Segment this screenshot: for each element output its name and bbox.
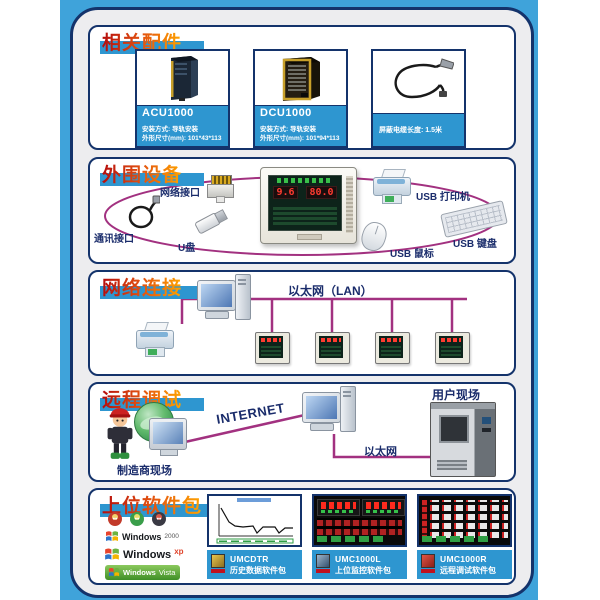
os-windows-vista: Windows Vista xyxy=(105,565,180,580)
product-name: DCU1000 xyxy=(260,107,312,119)
section-accessories: 相关配件 ACU1000 安装方式: 导轨安装 外形尺寸(mm): 101*43… xyxy=(88,25,516,150)
package-card-umcdtr: UMCDTR 历史数据软件包 xyxy=(207,494,302,579)
header-bar xyxy=(100,286,204,299)
os-name: Windows xyxy=(122,531,162,542)
package-desc: 远程调试软件包 xyxy=(440,566,496,575)
usb-drive-label: U盘 xyxy=(178,243,196,254)
comm-port-label: 通讯接口 xyxy=(94,234,134,245)
section-header: 网络连接 xyxy=(100,273,204,301)
section-software: 上位软件包 Windows 2000 Windows xp xyxy=(88,488,516,585)
usb-printer-label: USB 打印机 xyxy=(416,192,470,203)
windows-flag-icon xyxy=(105,548,119,560)
network-port-label: 网络接口 xyxy=(160,188,200,199)
umc1000l-logo-icon xyxy=(316,554,330,574)
umc1000r-screenshot xyxy=(417,494,512,547)
section-network: 网络连接 以太网（LAN） xyxy=(88,270,516,376)
package-caption: UMCDTR 历史数据软件包 xyxy=(207,550,302,579)
package-card-umc1000r: UMC1000R 远程调试软件包 xyxy=(417,494,512,579)
package-desc: 上位监控软件包 xyxy=(335,566,391,575)
printer-icon xyxy=(373,169,411,205)
recorder-node-4 xyxy=(435,332,470,364)
section-remote-debug: 远程调试 制造商现场 INTERNET 以太网 用户现场 xyxy=(88,382,516,482)
section-header: 外围设备 xyxy=(100,160,204,188)
section-title: 外围设备 xyxy=(102,160,182,187)
lan-label: 以太网（LAN） xyxy=(288,284,373,298)
screen-data-rows xyxy=(273,207,337,227)
dcu1000-device-image xyxy=(255,51,346,106)
ethernet-label: 以太网 xyxy=(364,446,397,458)
shielded-cable-icon xyxy=(393,58,454,99)
printer-icon xyxy=(136,322,174,358)
mascot-icons xyxy=(108,512,166,526)
os-version: 2000 xyxy=(164,533,179,540)
section-header: 上位软件包 xyxy=(100,491,228,519)
manufacturer-site-label: 制造商现场 xyxy=(117,465,172,477)
recorder-vents xyxy=(346,176,353,233)
test-chamber-icon xyxy=(430,402,496,477)
user-site-label: 用户现场 xyxy=(432,388,481,402)
header-bar xyxy=(100,173,204,186)
section-title: 上位软件包 xyxy=(102,491,202,518)
product-card-dcu1000: DCU1000 安装方式: 导轨安装 外形尺寸(mm): 101*94*113 xyxy=(253,49,348,148)
product-dimensions: 外形尺寸(mm): 101*94*113 xyxy=(260,135,340,142)
package-code: UMCDTR xyxy=(230,554,269,564)
section-title: 网络连接 xyxy=(102,273,182,300)
windows-flag-icon xyxy=(108,568,120,577)
recorder-node-3 xyxy=(375,332,410,364)
windows-flag-icon xyxy=(106,531,118,541)
usb-keyboard-label: USB 键盘 xyxy=(453,239,497,250)
section-title: 相关配件 xyxy=(102,28,182,55)
screen-value-1: 9.6 xyxy=(273,186,298,199)
recorder-device: 9.6 80.0 xyxy=(260,167,357,244)
dcu1000-device-icon xyxy=(282,57,320,101)
os-version: Vista xyxy=(158,568,176,577)
product-mount: 安装方式: 导轨安装 xyxy=(260,126,316,133)
acu1000-device-image xyxy=(137,51,228,106)
package-desc: 历史数据软件包 xyxy=(230,566,286,575)
crt-monitor-icon xyxy=(149,418,187,456)
package-caption: UMC1000R 远程调试软件包 xyxy=(417,550,512,579)
umcdtr-screenshot xyxy=(207,494,302,547)
umc1000l-screenshot xyxy=(312,494,407,547)
engineer-mascot-icon xyxy=(107,408,133,459)
os-name: Windows xyxy=(123,568,156,577)
os-name: Windows xyxy=(123,548,172,561)
desktop-computer-icon xyxy=(197,274,251,324)
section-peripherals: 外围设备 9.6 80.0 网络接口 通讯接口 U盘 USB 打印机 USB 键… xyxy=(88,157,516,264)
product-mount: 安装方式: 导轨安装 xyxy=(142,126,198,133)
screen-value-2: 80.0 xyxy=(306,186,337,199)
comm-cable-icon xyxy=(128,195,160,229)
acu1000-device-icon xyxy=(170,56,198,101)
network-port-icon xyxy=(207,175,234,203)
os-version: xp xyxy=(174,547,184,556)
umc1000r-logo-icon xyxy=(421,554,435,574)
os-windows-xp: Windows xp xyxy=(104,547,184,562)
package-caption: UMC1000L 上位监控软件包 xyxy=(312,550,407,579)
recorder-node-1 xyxy=(255,332,290,364)
desktop-computer-icon xyxy=(302,386,356,436)
usb-mouse-label: USB 鼠标 xyxy=(390,249,434,260)
umcdtr-logo-icon xyxy=(211,554,225,574)
header-bar xyxy=(100,504,228,517)
product-card-acu1000: ACU1000 安装方式: 导轨安装 外形尺寸(mm): 101*43*113 xyxy=(135,49,230,148)
product-dimensions: 外形尺寸(mm): 101*43*113 xyxy=(142,135,222,142)
os-windows-2000: Windows 2000 xyxy=(105,530,179,543)
screen-title-bar xyxy=(277,178,333,183)
usb-drive-icon xyxy=(194,207,229,235)
product-card-cable: 屏蔽电缆长度: 1.5米 xyxy=(371,49,466,148)
product-name: ACU1000 xyxy=(142,107,194,119)
internet-wiring xyxy=(184,410,432,459)
package-card-umc1000l: UMC1000L 上位监控软件包 xyxy=(312,494,407,579)
cable-caption: 屏蔽电缆长度: 1.5米 xyxy=(379,126,443,134)
cable-image xyxy=(373,51,464,114)
package-code: UMC1000R xyxy=(440,554,487,564)
package-code: UMC1000L xyxy=(335,554,381,564)
recorder-screen: 9.6 80.0 xyxy=(268,175,342,231)
recorder-badge xyxy=(297,234,322,240)
recorder-node-2 xyxy=(315,332,350,364)
